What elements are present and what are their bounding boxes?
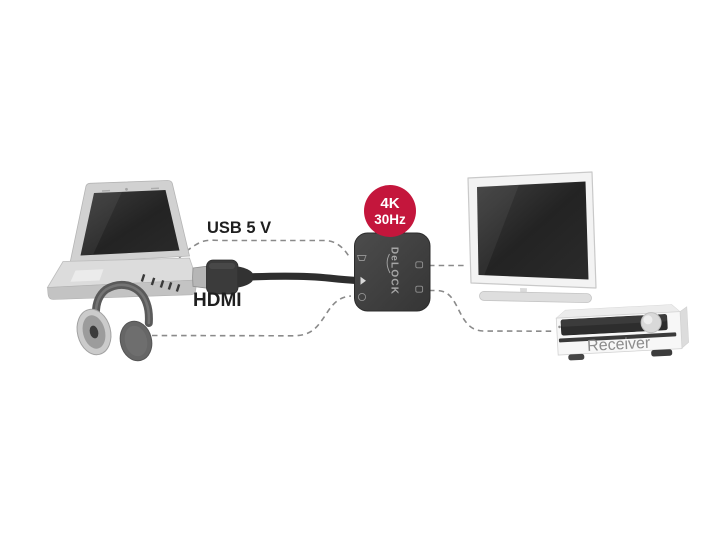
tv (467, 171, 597, 303)
headphone-band-highlight (94, 283, 151, 325)
hdmi-plug-tip (192, 265, 208, 289)
audio-jack-port-icon (357, 292, 367, 302)
badge-line2: 30Hz (374, 212, 406, 227)
hdmi-plug-highlight (209, 263, 235, 269)
micro-usb-port-icon (356, 255, 367, 261)
receiver-foot-left (568, 353, 585, 361)
hdmi-label: HDMI (193, 290, 242, 311)
brand-logo-text: DeLOCK (389, 247, 400, 295)
receiver-line (429, 289, 553, 332)
audio-out-port-icon (415, 285, 424, 293)
audio-line (151, 295, 352, 337)
receiver: Receiver (555, 304, 689, 361)
laptop-side-ports (140, 274, 181, 292)
hdmi-plug-neck (238, 266, 253, 288)
hdmi-adapter: DeLOCK (354, 232, 431, 312)
tv-screen (477, 181, 589, 280)
adapter-brand-logo: DeLOCK (386, 247, 400, 295)
receiver-foot-right (651, 349, 673, 357)
usb-power-label: USB 5 V (207, 219, 271, 237)
headphones (76, 280, 153, 362)
badge-circle (364, 185, 416, 237)
receiver-power-dot (558, 325, 561, 329)
tv-stand-base (479, 291, 592, 303)
receiver-label: Receiver (587, 335, 652, 355)
brand-logo-swoosh (386, 253, 391, 274)
hdmi-cable (192, 259, 362, 295)
laptop-screen-sheen (80, 191, 122, 256)
receiver-display-gloss (560, 314, 667, 327)
headphone-left-earcup (76, 308, 112, 356)
headphone-right-earcup (119, 320, 153, 362)
laptop-trackpad (70, 269, 104, 282)
cable-wire (244, 272, 362, 285)
laptop (46, 180, 198, 300)
laptop-screen (80, 190, 180, 256)
webcam-icon (125, 187, 128, 191)
hdmi-in-arrow-icon (360, 276, 366, 285)
receiver-disc-slot (558, 332, 677, 343)
badge-line1: 4K (380, 195, 399, 212)
receiver-knob-highlight (643, 315, 653, 325)
laptop-front-edge (47, 279, 198, 300)
resolution-badge: 4K 30Hz (364, 185, 416, 237)
tv-screen-sheen (477, 184, 519, 276)
hdmi-out-port-icon (415, 261, 424, 269)
